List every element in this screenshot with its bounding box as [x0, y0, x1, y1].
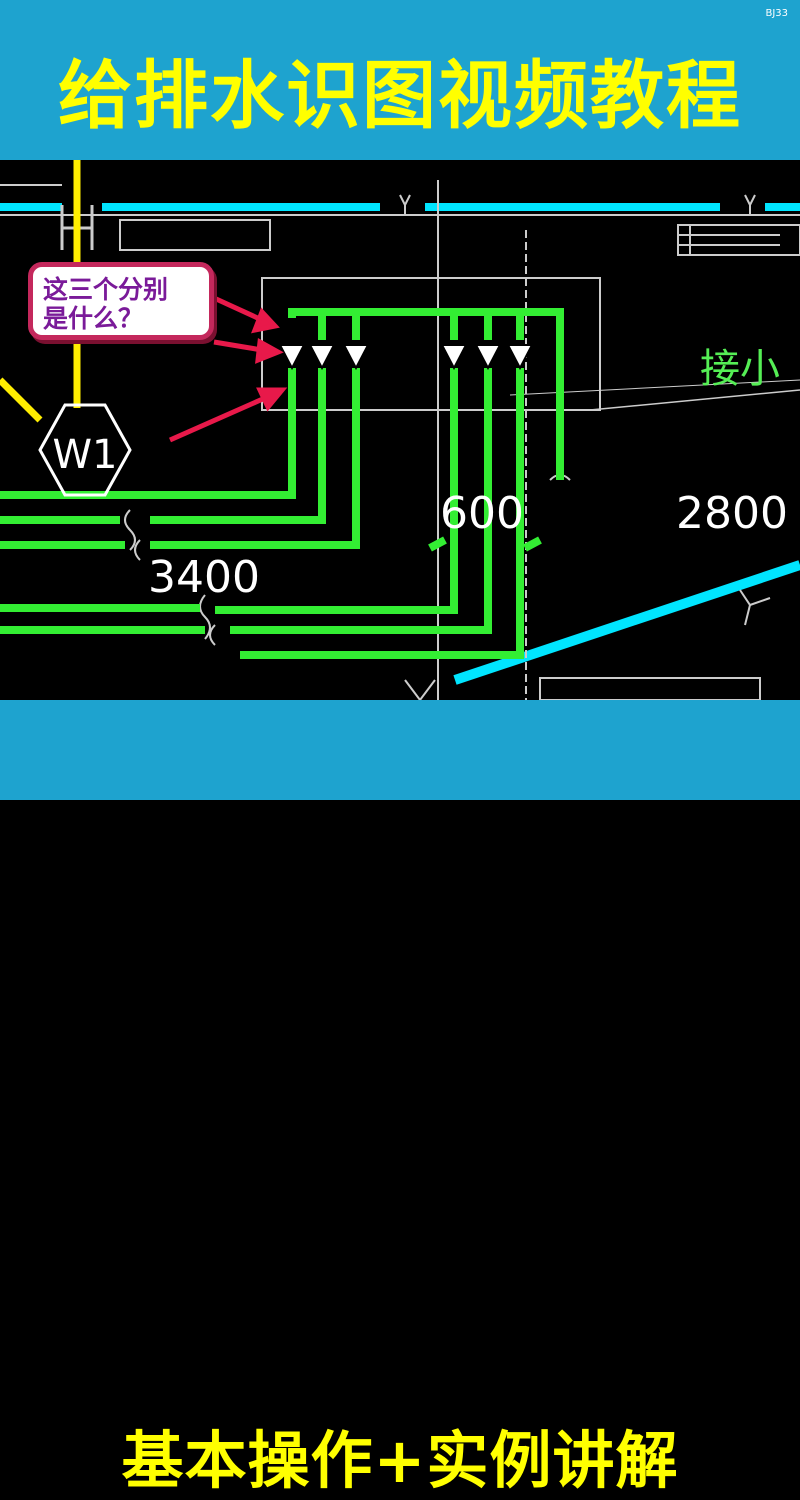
valves — [278, 344, 534, 371]
callout-line-1: 这三个分别 — [43, 275, 169, 304]
callout-text: 这三个分别 是什么？ — [43, 275, 213, 333]
bottom-banner: 基本操作+实例讲解 — [0, 700, 800, 1497]
wall-outlines — [0, 180, 800, 700]
callout-line-2: 是什么？ — [43, 304, 144, 333]
manhole-label: W1 — [53, 432, 118, 478]
dimension-2800: 2800 — [676, 488, 788, 539]
red-arrows — [168, 295, 288, 443]
corner-badge: BJ33 — [765, 8, 788, 19]
course-subtitle: 基本操作+实例讲解 — [121, 1424, 679, 1497]
dimension-600: 600 — [440, 488, 524, 539]
question-callout: 这三个分别 是什么？ — [28, 262, 214, 340]
course-title: 给排水识图视频教程 — [58, 53, 742, 139]
partial-label: 接小 — [700, 346, 780, 392]
top-banner: 给排水识图视频教程 BJ33 — [0, 0, 800, 160]
green-pipes — [0, 308, 564, 659]
manhole-w1 — [38, 403, 132, 497]
plumbing-drawing: W1 3400 600 2800 接小 — [0, 160, 800, 700]
dimension-3400: 3400 — [148, 552, 260, 603]
cyan-lines — [0, 203, 800, 685]
